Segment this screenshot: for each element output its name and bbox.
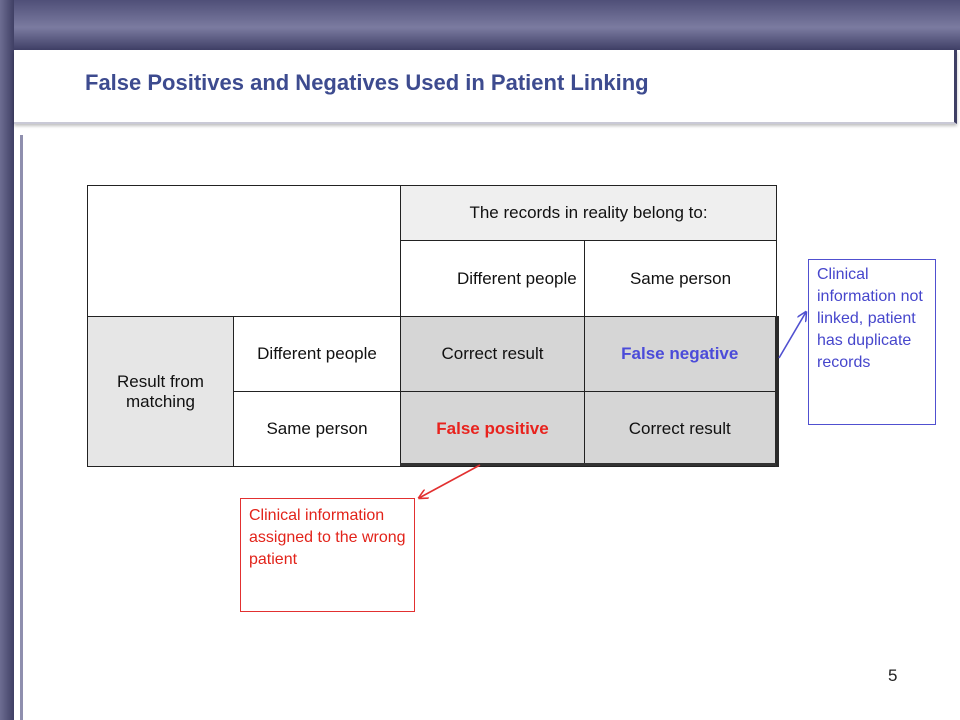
false-negative-callout: Clinical information not linked, patient… (808, 259, 936, 425)
false-positive-callout: Clinical information assigned to the wro… (240, 498, 415, 612)
cell-correct-result-same: Correct result (584, 391, 779, 467)
row-group-label: Result from matching (87, 316, 234, 467)
slide-title: False Positives and Negatives Used in Pa… (85, 70, 649, 95)
page-number: 5 (888, 666, 898, 685)
column-header-different-people: Different people (400, 240, 585, 317)
cell-correct-result-different: Correct result (400, 316, 585, 392)
title-bar (14, 50, 957, 124)
blue-arrow (778, 312, 806, 359)
table-shadow (400, 463, 776, 466)
row-header-same-person: Same person (233, 391, 401, 467)
cell-false-positive: False positive (400, 391, 585, 467)
top-decor-band (0, 0, 960, 50)
confusion-table: The records in reality belong to: Differ… (87, 185, 779, 467)
cell-false-negative: False negative (584, 316, 779, 392)
inner-divider-line (20, 135, 23, 720)
left-decor-band (0, 0, 14, 720)
red-arrow (419, 464, 481, 498)
empty-corner-cell (87, 185, 401, 317)
